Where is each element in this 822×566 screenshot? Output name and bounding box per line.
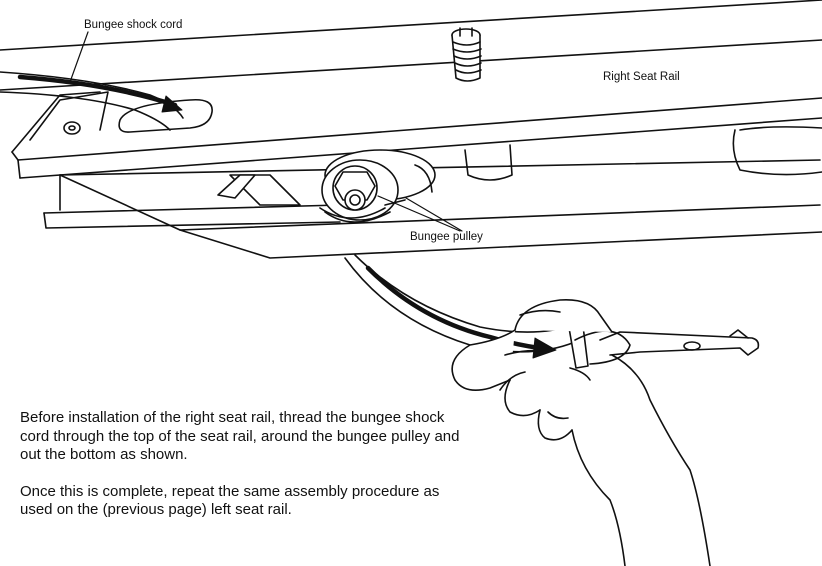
bungee-pulley-label: Bungee pulley bbox=[410, 231, 483, 243]
bungee-pulley bbox=[217, 149, 436, 223]
instructions-block: Before installation of the right seat ra… bbox=[20, 409, 460, 538]
bungee-cord-label: Bungee shock cord bbox=[84, 19, 183, 31]
leader-lines bbox=[69, 31, 463, 232]
bungee-cord-upper bbox=[0, 71, 184, 131]
upper-beam bbox=[0, 0, 822, 91]
right-seat-rail-label: Right Seat Rail bbox=[603, 71, 680, 83]
right-seat-rail bbox=[11, 91, 822, 181]
lower-channel bbox=[43, 174, 822, 259]
instruction-paragraph-2: Once this is complete, repeat the same a… bbox=[20, 482, 440, 519]
threaded-stud bbox=[451, 27, 482, 82]
instruction-paragraph-1: Before installation of the right seat ra… bbox=[20, 409, 460, 463]
hand bbox=[451, 298, 711, 566]
